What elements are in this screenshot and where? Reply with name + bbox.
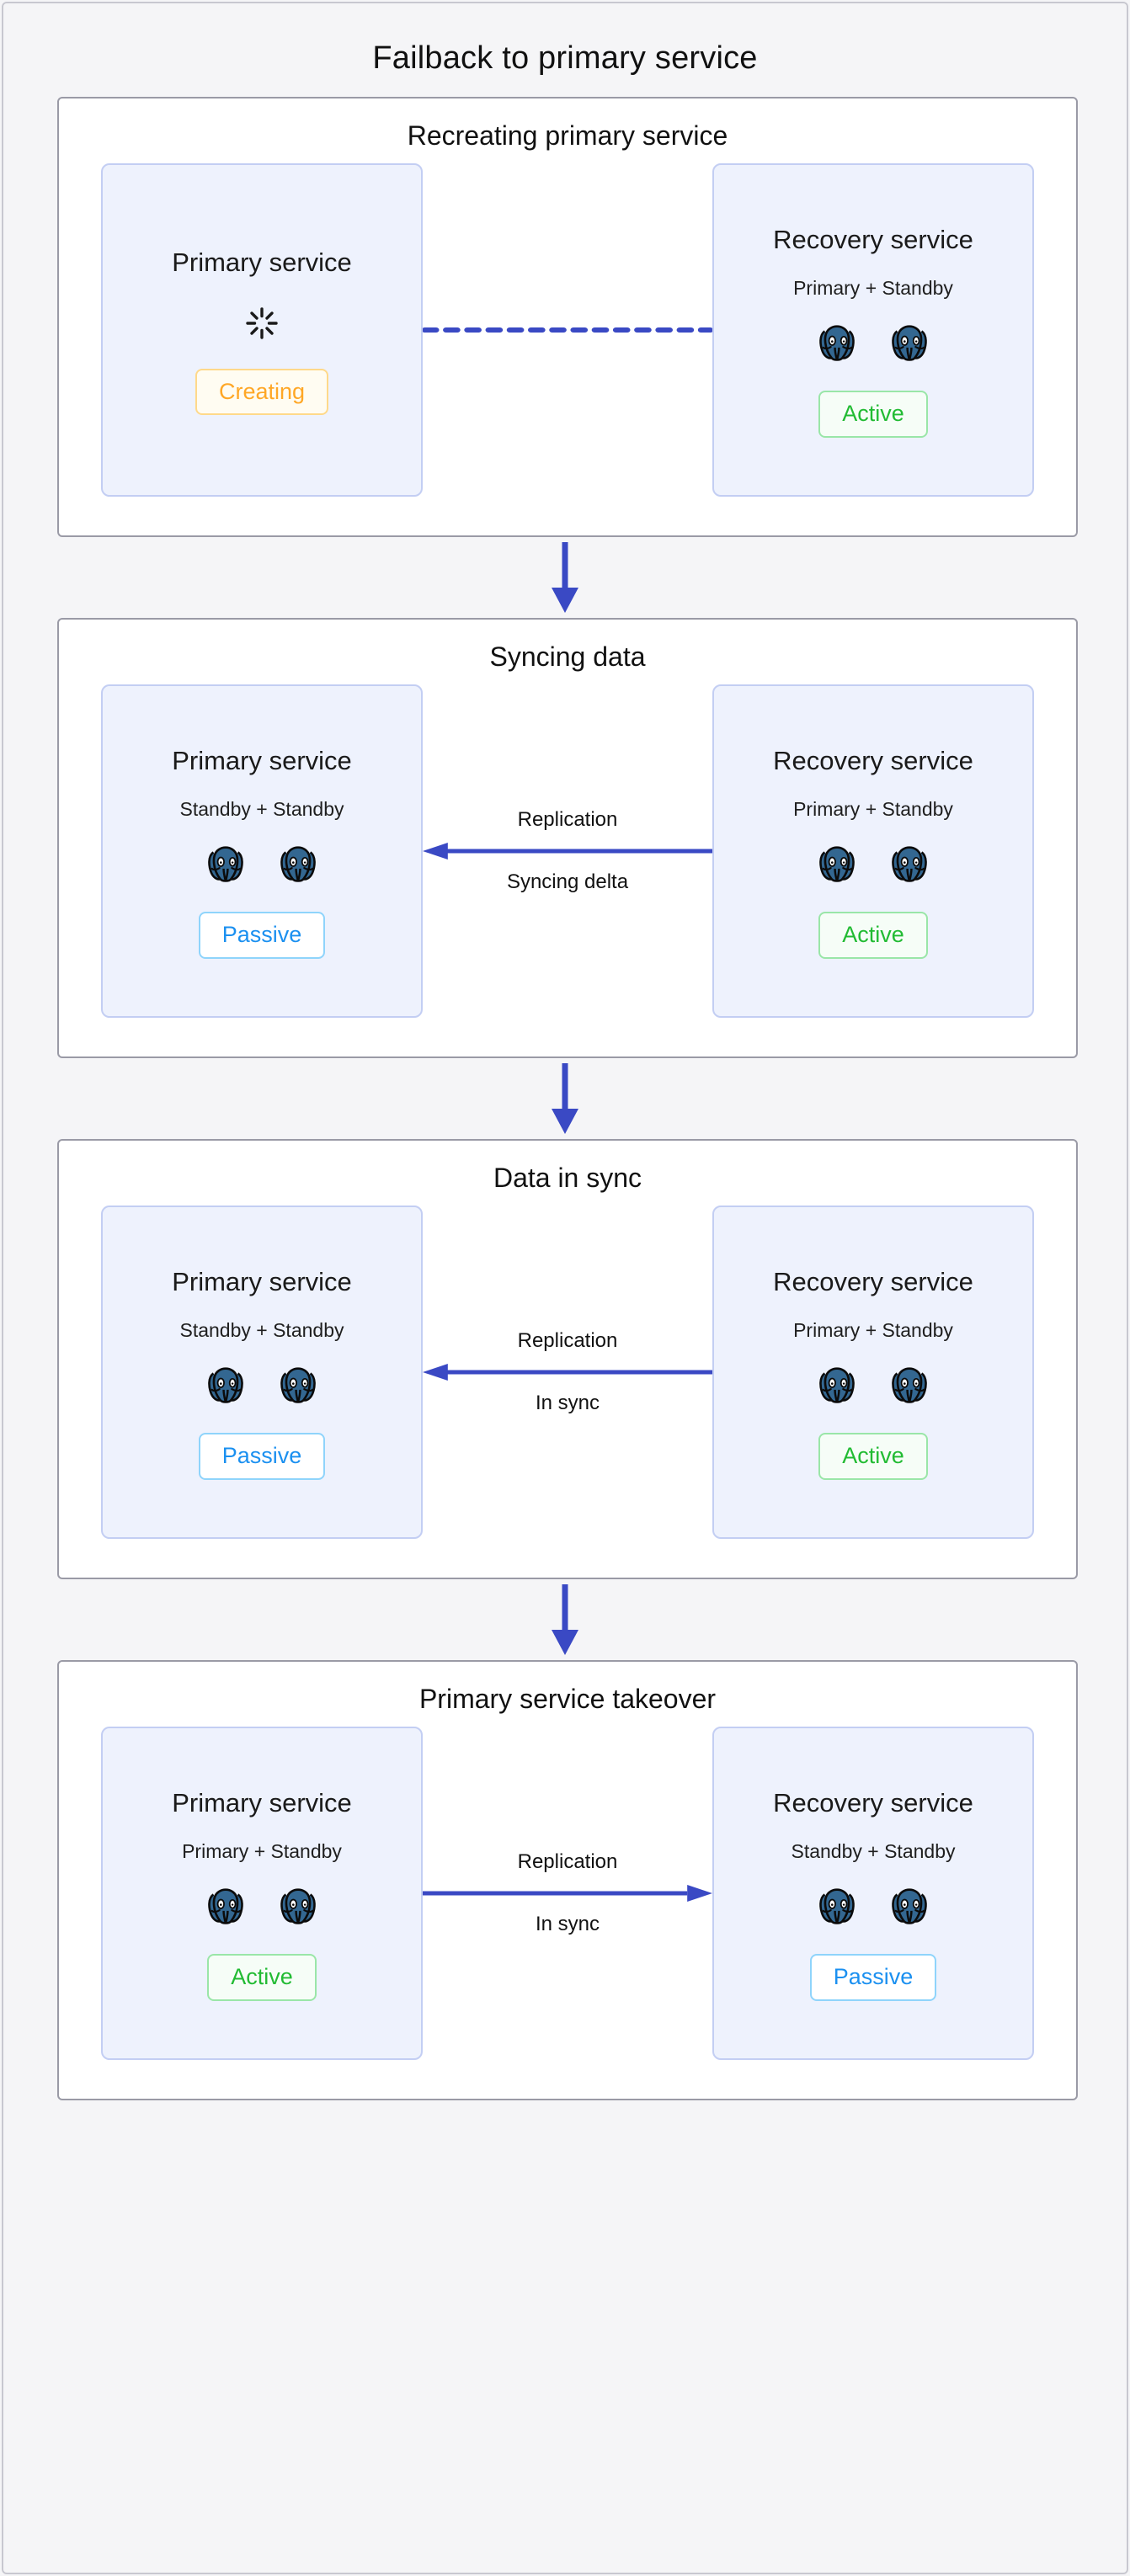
service-name: Recovery service [773,1788,973,1818]
postgresql-icon [208,1888,243,1925]
postgresql-icon [208,1367,243,1404]
service-name: Recovery service [773,1267,973,1297]
db-instance-group [815,322,931,365]
status-badge: Active [207,1954,317,2001]
arrow-left-icon [423,843,712,860]
service-name: Primary service [172,1788,352,1818]
service-name: Primary service [172,746,352,776]
arrow-left-icon [423,1364,712,1381]
postgresql-icon [819,1888,855,1925]
db-instance-group [204,843,320,886]
stage-flow-arrow [57,1058,1073,1139]
connector-label-top: Replication [517,1329,618,1352]
db-instance-group [204,1885,320,1929]
stage-title: Primary service takeover [418,1684,717,1714]
status-badge: Active [818,912,928,959]
arrow-down-icon [552,1584,578,1655]
db-instance-group [815,1885,931,1929]
postgresql-icon [819,846,855,883]
connector-label-top: Replication [517,808,618,831]
arrow-right-icon [423,1885,712,1902]
connector-label-bottom: In sync [535,1392,600,1414]
service-roles: Standby + Standby [179,1319,344,1342]
replication-connector: Replication In sync [423,1296,712,1448]
stage-title: Syncing data [489,641,646,672]
stage-flow-arrow [57,537,1073,618]
service-name: Primary service [172,247,352,277]
postgresql-icon [819,325,855,362]
arrow-down-icon [552,1063,578,1134]
stage-title: Data in sync [493,1163,642,1193]
postgresql-icon [892,325,927,362]
service-roles: Primary + Standby [182,1840,342,1863]
postgresql-icon [892,846,927,883]
postgresql-icon [819,1367,855,1404]
db-instance-group [815,843,931,886]
postgresql-icon [892,1367,927,1404]
stage-title: Recreating primary service [407,120,728,151]
replication-connector: Replication In sync [423,1818,712,1969]
service-roles: Standby + Standby [179,798,344,821]
db-instance-group [204,1364,320,1408]
service-name: Primary service [172,1267,352,1297]
dashed-line-icon [423,327,712,333]
status-badge: Passive [198,1433,326,1480]
replication-connector [423,254,712,406]
service-name: Recovery service [773,225,973,255]
service-roles: Primary + Standby [793,798,953,821]
connector-label-bottom: Syncing delta [506,870,629,893]
postgresql-icon [280,846,316,883]
db-instance-group [815,1364,931,1408]
stage-flow-arrow [57,1579,1073,1660]
status-badge: Active [818,1433,928,1480]
service-roles: Primary + Standby [793,1319,953,1342]
postgresql-icon [280,1888,316,1925]
status-badge: Active [818,391,928,438]
status-badge: Creating [195,368,329,416]
status-badge: Passive [198,912,326,959]
service-roles: Standby + Standby [791,1840,956,1863]
page-title: Failback to primary service [372,40,758,76]
postgresql-icon [208,846,243,883]
spinner-icon [246,307,278,339]
status-badge: Passive [809,1954,937,2001]
service-roles: Primary + Standby [793,277,953,300]
postgresql-icon [892,1888,927,1925]
arrow-down-icon [552,542,578,613]
connector-label-bottom: In sync [535,1913,600,1935]
service-name: Recovery service [773,746,973,776]
postgresql-icon [280,1367,316,1404]
connector-label-top: Replication [517,1850,618,1873]
